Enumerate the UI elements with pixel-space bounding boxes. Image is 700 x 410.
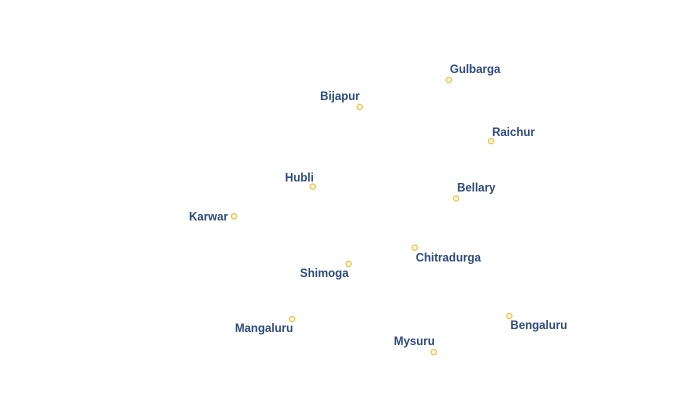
city-label-chitradurga: Chitradurga [416,253,482,265]
city-label-bengaluru: Bengaluru [510,320,567,332]
city-marker-mangaluru[interactable] [288,315,296,323]
city-markers-layer [230,76,513,356]
city-marker-bellary[interactable] [452,195,460,202]
city-marker-bengaluru[interactable] [506,312,513,320]
city-label-karwar: Karwar [189,211,229,223]
city-marker-mysuru[interactable] [430,348,438,356]
city-marker-karwar[interactable] [230,213,238,220]
city-label-shimoga: Shimoga [300,268,349,280]
city-label-bijapur: Bijapur [320,91,360,103]
city-marker-bijapur[interactable] [356,103,364,111]
city-marker-shimoga[interactable] [345,260,352,268]
city-marker-chitradurga[interactable] [411,244,418,251]
city-marker-gulbarga[interactable] [445,76,453,84]
city-label-raichur: Raichur [492,127,535,139]
city-labels-layer: GulbargaBijapurRaichurHubliBellaryKarwar… [188,63,569,350]
city-label-gulbarga: Gulbarga [450,64,501,76]
city-label-mangaluru: Mangaluru [235,323,293,335]
city-label-bellary: Bellary [457,183,496,195]
city-marker-hubli[interactable] [309,183,317,190]
city-marker-raichur[interactable] [487,137,495,145]
city-label-hubli: Hubli [285,173,314,185]
city-label-mysuru: Mysuru [394,336,435,348]
